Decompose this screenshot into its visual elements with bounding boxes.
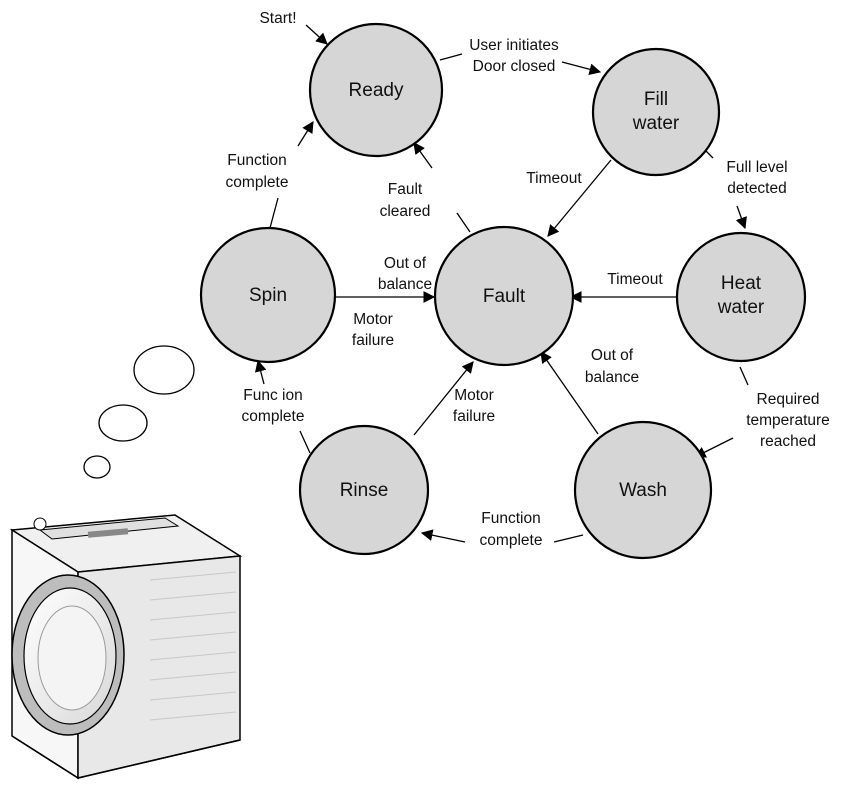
label-start: Start! bbox=[259, 10, 296, 27]
label-wash-to-fault-1: Out of bbox=[591, 347, 634, 364]
edge-wash-to-fault bbox=[540, 351, 599, 435]
edge-rinse-to-spin-head bbox=[254, 359, 267, 385]
edge-start bbox=[305, 24, 328, 45]
edge-fault-to-ready bbox=[456, 212, 471, 233]
label-heat-to-fault: Timeout bbox=[607, 271, 663, 288]
state-wash: Wash bbox=[573, 420, 713, 560]
label-fill-to-heat-2: detected bbox=[727, 180, 786, 197]
label-rinse-to-spin-2: complete bbox=[242, 408, 305, 425]
label-spin-to-ready-1: Function bbox=[227, 152, 286, 169]
state-rinse: Rinse bbox=[298, 424, 430, 556]
label-wash-to-rinse-2: complete bbox=[480, 532, 543, 549]
edge-fill-to-heat-head bbox=[735, 205, 747, 230]
label-wash-to-fault-2: balance bbox=[585, 369, 639, 386]
state-heat-water: Heat water bbox=[675, 231, 807, 363]
label-fault-to-ready-2: cleared bbox=[380, 203, 431, 220]
state-fault: Fault bbox=[433, 225, 575, 367]
label-rinse-to-fault-1: Motor bbox=[454, 387, 494, 404]
state-fault-label: Fault bbox=[483, 286, 526, 307]
state-wash-label: Wash bbox=[619, 480, 667, 501]
label-rinse-to-fault-2: failure bbox=[453, 408, 495, 425]
label-fill-to-fault: Timeout bbox=[526, 170, 582, 187]
edge-heat-to-wash bbox=[739, 366, 749, 386]
edge-wash-to-rinse-head bbox=[420, 529, 466, 543]
label-rinse-to-spin-1: Func ion bbox=[243, 387, 302, 404]
state-heat-label-line2: water bbox=[717, 297, 765, 318]
label-fill-to-heat-1: Full level bbox=[726, 159, 787, 176]
label-spin-to-fault-motor-1: Motor bbox=[353, 311, 393, 328]
state-ready-label: Ready bbox=[349, 80, 404, 101]
state-fill-label-line1: Fill bbox=[644, 89, 668, 110]
label-spin-to-fault-balance-2: balance bbox=[378, 276, 432, 293]
edge-fill-to-fault bbox=[547, 159, 612, 237]
thought-bubbles bbox=[83, 345, 195, 479]
edge-wash-to-rinse bbox=[553, 534, 584, 543]
label-heat-to-wash-2: temperature bbox=[746, 412, 830, 429]
edge-spin-to-ready-head bbox=[297, 121, 314, 147]
state-spin-label: Spin bbox=[249, 285, 287, 306]
label-spin-to-fault-motor-2: failure bbox=[352, 332, 394, 349]
label-fault-to-ready-1: Fault bbox=[388, 181, 423, 198]
state-spin: Spin bbox=[199, 226, 337, 364]
edge-ready-to-fill-head bbox=[561, 61, 602, 75]
label-ready-to-fill-2: Door closed bbox=[473, 58, 556, 75]
label-spin-to-ready-2: complete bbox=[226, 174, 289, 191]
state-fill-label-line2: water bbox=[632, 113, 680, 134]
label-wash-to-rinse-1: Function bbox=[481, 510, 540, 527]
state-rinse-label: Rinse bbox=[340, 480, 389, 501]
edge-fault-to-ready-head bbox=[413, 142, 433, 169]
label-spin-to-fault-balance-1: Out of bbox=[384, 255, 427, 272]
washing-machine-illustration bbox=[9, 514, 243, 780]
edge-ready-to-fill bbox=[439, 53, 463, 61]
edge-rinse-to-spin bbox=[299, 430, 311, 454]
edge-spin-to-ready bbox=[269, 197, 279, 229]
state-heat-label-line1: Heat bbox=[721, 273, 762, 294]
label-heat-to-wash-3: reached bbox=[760, 433, 816, 450]
state-fill-water: Fill water bbox=[591, 47, 721, 177]
edge-rinse-to-fault bbox=[413, 361, 474, 436]
label-ready-to-fill-1: User initiates bbox=[469, 37, 559, 54]
state-ready: Ready bbox=[308, 22, 444, 158]
label-heat-to-wash-1: Required bbox=[757, 391, 820, 408]
